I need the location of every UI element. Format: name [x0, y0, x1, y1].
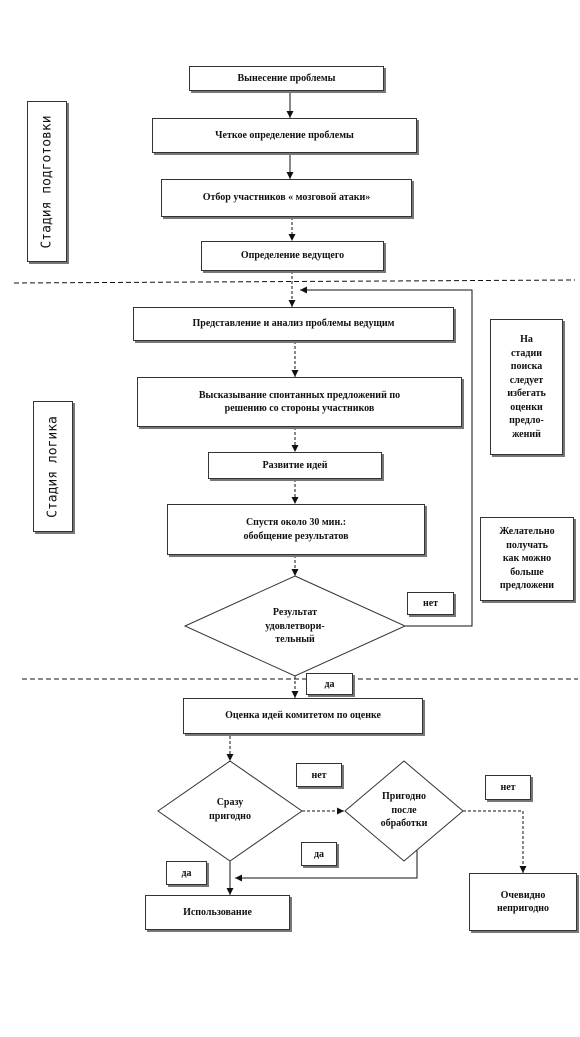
step-problem-definition-text: Четкое определение проблемы: [215, 129, 354, 141]
stage-separator-1: [13, 279, 576, 284]
decision-suitable-after-shape: [344, 760, 464, 862]
step-unsuitable-line-2: непригодно: [496, 903, 550, 914]
stage-logic-label: Стадия логика: [45, 415, 61, 518]
decision-after-line-3: обработки: [380, 818, 428, 829]
arrow-after-usage: [235, 847, 418, 882]
note-many-line-2: получать: [506, 539, 548, 551]
step-unsuitable: Очевидно непригодно: [469, 873, 577, 931]
stage-preparation-frame: Стадия подготовки: [27, 101, 67, 262]
step-problem-statement: Вынесение проблемы: [189, 66, 384, 91]
note-avoid-line-3: поиска: [510, 361, 543, 372]
label-yes-after: да: [301, 842, 337, 866]
step-problem-statement-text: Вынесение проблемы: [237, 72, 336, 84]
label-yes-result: да: [306, 673, 353, 695]
decision-result-ok: Результат удовлетвори- тельный: [230, 606, 360, 647]
decision-after-line-1: Пригодно: [382, 791, 426, 802]
decision-suitable-now-shape: [157, 760, 303, 862]
step-proposals: Высказывание спонтанных предложений по р…: [137, 377, 462, 427]
step-proposals-line-1: Высказывание спонтанных предложений по: [198, 389, 401, 401]
step-presentation-text: Представление и анализ проблемы ведущим: [192, 318, 395, 330]
note-avoid-line-1: На: [520, 334, 533, 345]
note-avoid-line-8: жений: [512, 428, 541, 440]
step-summary: Спустя около 30 мин.: обобщение результа…: [167, 504, 425, 555]
stage-preparation-label: Стадия подготовки: [39, 114, 55, 249]
step-leader-text: Определение ведущего: [240, 250, 345, 262]
step-presentation: Представление и анализ проблемы ведущим: [133, 307, 454, 341]
step-development: Развитие идей: [208, 452, 382, 479]
note-avoid-line-2: стадии: [510, 347, 543, 359]
stage-logic-frame: Стадия логика: [33, 401, 73, 532]
step-evaluation: Оценка идей комитетом по оценке: [183, 698, 423, 734]
step-summary-line-1: Спустя около 30 мин.:: [245, 517, 347, 528]
step-development-text: Развитие идей: [262, 459, 328, 471]
note-many-line-4: больше: [510, 566, 544, 578]
step-leader: Определение ведущего: [201, 241, 384, 271]
note-avoid-line-7: предло-: [509, 415, 544, 426]
step-evaluation-text: Оценка идей комитетом по оценке: [225, 710, 381, 722]
arrow-after-unsuitable: [463, 810, 527, 873]
step-participants: Отбор участников « мозговой атаки»: [161, 179, 412, 217]
decision-result-line-1: Результат: [272, 607, 318, 618]
label-yes-suitable: да: [166, 861, 207, 885]
note-avoid-evaluation: На стадии поиска следует избегать оценки…: [490, 319, 563, 455]
decision-now-line-1: Сразу: [216, 797, 244, 808]
step-usage: Использование: [145, 895, 290, 930]
label-no-result: нет: [407, 592, 454, 615]
step-summary-line-2: обобщение результатов: [243, 530, 349, 542]
note-many-line-1: Желательно: [499, 526, 555, 538]
note-avoid-line-4: следует: [509, 374, 544, 386]
decision-now-line-2: пригодно: [209, 810, 251, 822]
step-usage-text: Использование: [183, 906, 252, 918]
note-many-proposals: Желательно получать как можно больше пре…: [480, 517, 574, 601]
loop-no-result: [300, 286, 473, 627]
note-many-line-3: как можно: [502, 553, 552, 565]
decision-result-ok-shape: [183, 575, 407, 677]
label-no-suitable: нет: [296, 763, 342, 787]
label-no-after: нет: [485, 775, 531, 800]
step-proposals-line-2: решению со стороны участников: [224, 403, 375, 414]
note-avoid-line-5: избегать: [507, 388, 546, 399]
decision-suitable-after: Пригодно после обработки: [364, 790, 444, 831]
note-avoid-line-6: оценки: [510, 401, 543, 413]
decision-after-line-2: после: [391, 804, 417, 816]
note-many-line-5: предложени: [499, 580, 555, 592]
decision-suitable-now: Сразу пригодно: [185, 796, 275, 823]
decision-result-line-3: тельный: [275, 634, 315, 645]
step-unsuitable-line-1: Очевидно: [500, 889, 546, 901]
decision-result-line-2: удовлетвори-: [265, 620, 325, 632]
step-problem-definition: Четкое определение проблемы: [152, 118, 417, 153]
step-participants-text: Отбор участников « мозговой атаки»: [202, 192, 371, 204]
